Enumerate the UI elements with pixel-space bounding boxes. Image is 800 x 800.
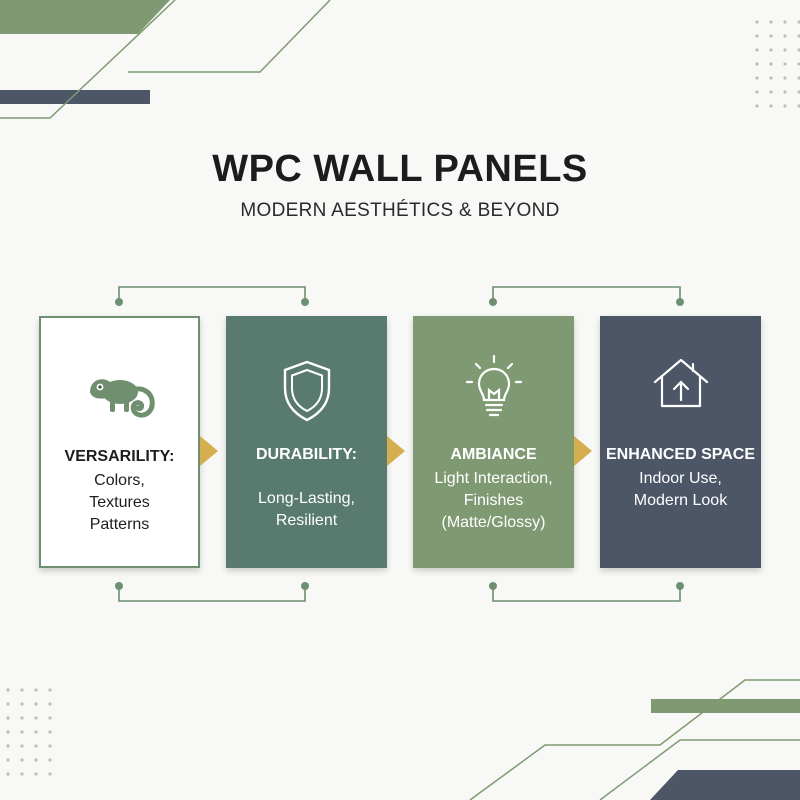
decor-dot <box>797 62 800 66</box>
decor-dot <box>20 716 24 720</box>
decor-dot <box>755 62 759 66</box>
decor-dot <box>783 90 787 94</box>
decor-dot <box>797 20 800 24</box>
card-ambiance: AMBIANCE Light Interaction, Finishes (Ma… <box>413 316 574 568</box>
decor-dot <box>755 90 759 94</box>
decor-dot <box>48 716 52 720</box>
decor-dot <box>769 34 773 38</box>
decor-dot <box>769 20 773 24</box>
dot-grid-bottom-left <box>6 688 52 776</box>
decor-dot <box>20 688 24 692</box>
deco-top-line <box>128 0 331 73</box>
decor-dot <box>755 34 759 38</box>
decor-dot <box>783 76 787 80</box>
decor-dot <box>755 104 759 108</box>
decor-dot <box>34 758 38 762</box>
decor-dot <box>6 730 10 734</box>
decor-dot <box>48 772 52 776</box>
decor-dot <box>34 744 38 748</box>
connector-top-right <box>488 286 684 306</box>
decor-dot <box>755 76 759 80</box>
decor-dot <box>20 730 24 734</box>
dot-grid-top-right <box>755 20 800 108</box>
page-title: WPC WALL PANELS <box>212 148 588 190</box>
deco-bottom-line <box>469 679 800 800</box>
card-body: Long-Lasting, Resilient <box>258 490 355 529</box>
decor-dot <box>769 48 773 52</box>
page-subtitle: MODERN AESTHÉTICS & BEYOND <box>240 200 560 221</box>
card-versatility: VERSARILITY: Colors, Textures Patterns <box>39 316 200 568</box>
decor-dot <box>769 90 773 94</box>
decor-dot <box>20 702 24 706</box>
decor-dot <box>34 772 38 776</box>
decor-dot <box>48 744 52 748</box>
decor-dot <box>34 716 38 720</box>
connector-bottom-left <box>115 581 309 602</box>
decor-dot <box>769 76 773 80</box>
connector-top-left <box>115 286 309 306</box>
decor-dot <box>34 730 38 734</box>
decor-dot <box>797 34 800 38</box>
decor-dot <box>797 48 800 52</box>
card-body: Colors, Textures Patterns <box>89 472 150 533</box>
decor-dot <box>797 104 800 108</box>
decor-dot <box>6 716 10 720</box>
deco-bottom-band <box>650 770 800 800</box>
card-durability: DURABILITY: Long-Lasting, Resilient <box>226 316 387 568</box>
decor-dot <box>6 688 10 692</box>
decor-dot <box>6 772 10 776</box>
decor-dot <box>755 48 759 52</box>
shield-icon <box>226 354 387 428</box>
decor-dot <box>34 688 38 692</box>
card-title: ENHANCED SPACE <box>605 446 756 463</box>
decor-dot <box>6 758 10 762</box>
connector-bottom-right <box>488 581 684 602</box>
decor-dot <box>34 702 38 706</box>
decor-dot <box>6 744 10 748</box>
decor-dot <box>769 104 773 108</box>
decor-dot <box>797 90 800 94</box>
decor-dot <box>755 20 759 24</box>
decor-dot <box>769 62 773 66</box>
decor-dot <box>783 48 787 52</box>
card-enhanced-space: ENHANCED SPACE Indoor Use, Modern Look <box>600 316 761 568</box>
decor-dot <box>48 688 52 692</box>
card-body: Indoor Use, Modern Look <box>633 470 728 509</box>
decor-dot <box>20 772 24 776</box>
house-upload-icon <box>600 354 761 428</box>
deco-top-band <box>0 0 170 34</box>
deco-top-bar <box>0 90 150 104</box>
decor-dot <box>48 702 52 706</box>
card-body: Light Interaction, Finishes (Matte/Gloss… <box>434 470 553 531</box>
decor-dot <box>783 34 787 38</box>
deco-bottom-line-2 <box>599 739 800 800</box>
lightbulb-icon <box>413 354 574 428</box>
arrow-right-icon <box>200 436 218 466</box>
decor-dot <box>20 744 24 748</box>
decor-dot <box>797 76 800 80</box>
decor-dot <box>783 62 787 66</box>
arrow-right-icon <box>574 436 592 466</box>
deco-bottom-bar <box>651 699 800 713</box>
decor-dot <box>48 758 52 762</box>
decor-dot <box>783 20 787 24</box>
decor-dot <box>783 104 787 108</box>
chameleon-icon <box>41 356 198 430</box>
card-title: AMBIANCE <box>450 446 537 463</box>
card-title: DURABILITY: <box>255 446 358 463</box>
decor-dot <box>20 758 24 762</box>
arrow-right-icon <box>387 436 405 466</box>
decor-dot <box>6 702 10 706</box>
deco-top-line-2 <box>0 0 176 119</box>
card-title: VERSARILITY: <box>64 448 175 465</box>
decor-dot <box>48 730 52 734</box>
